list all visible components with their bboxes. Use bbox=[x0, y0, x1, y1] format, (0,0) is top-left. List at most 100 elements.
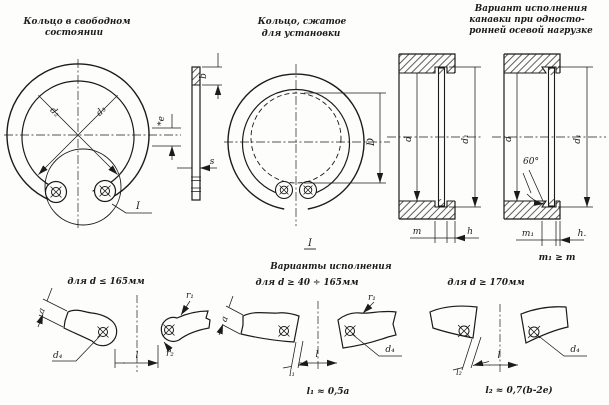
detail1-left-hole-cross bbox=[97, 326, 109, 338]
detail2-a-arrows bbox=[219, 295, 233, 336]
detail2-left-hole bbox=[279, 326, 289, 336]
detail2-formula: l₁ ≈ 0,5a bbox=[307, 387, 350, 397]
s-label: s bbox=[210, 157, 215, 167]
m1-ge-m-note: m₁ ≥ m bbox=[539, 253, 576, 263]
detail3-l2-label: l₂ bbox=[456, 368, 462, 377]
detail3-l2-arrows bbox=[452, 362, 490, 371]
section1-ring-top-hatch bbox=[438, 68, 445, 75]
detail3-d4-label: d₄ bbox=[570, 345, 580, 355]
left-lug-hole-cross bbox=[50, 186, 62, 198]
e-extension-lines bbox=[152, 127, 181, 147]
detail3-right-end-outline bbox=[520, 306, 569, 344]
detail2-l1-arrows bbox=[282, 364, 306, 369]
detail1-right-end-outline bbox=[160, 310, 211, 343]
free-ring-view bbox=[4, 59, 181, 229]
caption-groove-variant-line3: ронней осевой нагрузке bbox=[469, 25, 593, 36]
variants-title: Варианты исполнения bbox=[269, 262, 391, 272]
detail3-left-hole-cross bbox=[457, 324, 471, 338]
section1-d1-label: d₁ bbox=[461, 134, 471, 143]
section2-bottom-extensions bbox=[541, 221, 561, 246]
D-label: D bbox=[366, 138, 377, 147]
detail3-left-end-outline bbox=[429, 305, 478, 339]
detail1-a-arrows bbox=[38, 287, 52, 328]
d2-label: d₂ bbox=[48, 106, 62, 120]
free-ring-inner-edge bbox=[21, 80, 135, 192]
detail-d-ge-170 bbox=[429, 304, 587, 372]
detail1-left-hole bbox=[98, 327, 108, 337]
angle-60-label: 60° bbox=[523, 157, 539, 167]
caption-groove-variant-line2: канавки при односто- bbox=[469, 15, 585, 25]
compressed-left-hole-cross bbox=[279, 185, 289, 195]
section1-top-hatch bbox=[399, 54, 455, 73]
section2-top-hatch bbox=[504, 54, 560, 73]
detail3-left-hole bbox=[458, 325, 470, 337]
captions: Кольцо в свободном состоянии Кольцо, сжа… bbox=[23, 4, 594, 39]
compressed-ring-view bbox=[224, 64, 390, 226]
detail1-r2-label: r₂ bbox=[166, 349, 174, 359]
free-diameter-dashed-circle bbox=[250, 92, 342, 184]
angle-60-legs bbox=[522, 169, 544, 202]
groove-section-standard bbox=[387, 53, 482, 243]
detail2-l-label: l bbox=[316, 350, 319, 360]
h-dot-label: h. bbox=[578, 229, 587, 239]
section-bar-outline bbox=[191, 66, 201, 201]
section2-ring-bottom-hatch bbox=[548, 199, 555, 206]
view-I-leader-label: I bbox=[135, 201, 141, 212]
caption-compressed-line1: Кольцо, сжатое bbox=[257, 17, 347, 27]
detail3-formula: l₂ ≈ 0,7(b-2e) bbox=[485, 385, 552, 396]
detail1-right-hole bbox=[164, 325, 174, 335]
compressed-right-lug-hole bbox=[303, 185, 313, 195]
detail1-r1-leader bbox=[180, 300, 191, 316]
detail3-caption: для d ≥ 170мм bbox=[447, 278, 524, 288]
detail2-caption: для d ≥ 40 ÷ 165мм bbox=[255, 278, 358, 288]
free-ring-left-lug-hole bbox=[51, 187, 61, 197]
h-label: h bbox=[467, 227, 473, 237]
groove-section-tapered bbox=[492, 53, 606, 246]
detail2-d4-leader bbox=[351, 333, 402, 357]
detail3-d4-leader bbox=[535, 333, 587, 357]
section1-ring-bottom-hatch bbox=[438, 199, 445, 206]
angle-60-arc-arrow bbox=[526, 193, 545, 206]
detail2-r1-label: r₁ bbox=[368, 293, 376, 303]
compressed-left-lug-hole bbox=[279, 185, 289, 195]
ring-cross-section bbox=[177, 53, 222, 201]
view-I-marker: I bbox=[307, 238, 313, 249]
detail1-left-end-outline bbox=[63, 309, 118, 347]
b-label: b bbox=[199, 73, 209, 79]
detail1-right-hole-cross bbox=[163, 324, 175, 336]
view-I-leader bbox=[111, 203, 152, 214]
section1-bore-and-groove bbox=[399, 66, 455, 208]
section2-ring-top-hatch bbox=[548, 68, 555, 75]
detail1-a-label: a bbox=[37, 307, 48, 316]
detail1-l-label: l bbox=[136, 351, 139, 361]
detail2-left-hole-cross bbox=[278, 325, 290, 337]
detail2-d4-label: d₄ bbox=[385, 345, 395, 355]
section-bar-hatch bbox=[192, 67, 200, 85]
d3-dimension-line bbox=[38, 95, 118, 174]
detail-d-40-165 bbox=[219, 295, 402, 371]
free-ring-right-lug-hole bbox=[100, 186, 110, 196]
caption-groove-variant-line1: Вариант исполнения bbox=[474, 4, 587, 14]
compressed-inner-edge bbox=[241, 88, 351, 195]
d2-dimension-line bbox=[38, 95, 117, 174]
detail1-r2-leader bbox=[163, 341, 173, 352]
detail2-right-hole-cross bbox=[344, 325, 356, 337]
detail1-r1-label: r₁ bbox=[186, 291, 194, 301]
detail1-d4-label: d₄ bbox=[53, 351, 63, 361]
detail1-caption: для d ≤ 165мм bbox=[67, 277, 144, 287]
e-label: *e bbox=[157, 116, 167, 126]
section2-d-label: d bbox=[504, 136, 514, 142]
caption-free-state-line1: Кольцо в свободном bbox=[23, 16, 131, 27]
m1-label: m₁ bbox=[522, 229, 534, 239]
detail3-right-hole bbox=[528, 326, 540, 338]
detail2-right-hole bbox=[345, 326, 355, 336]
right-lug-hole-cross bbox=[99, 185, 111, 197]
detail2-left-end-outline bbox=[240, 312, 300, 343]
caption-free-state-line2: состоянии bbox=[45, 28, 103, 38]
detail2-r1-leader bbox=[362, 301, 375, 314]
m-label: m bbox=[413, 227, 422, 237]
detail1-d4-leader bbox=[52, 335, 101, 362]
detail3-l2-extensions bbox=[461, 336, 482, 371]
